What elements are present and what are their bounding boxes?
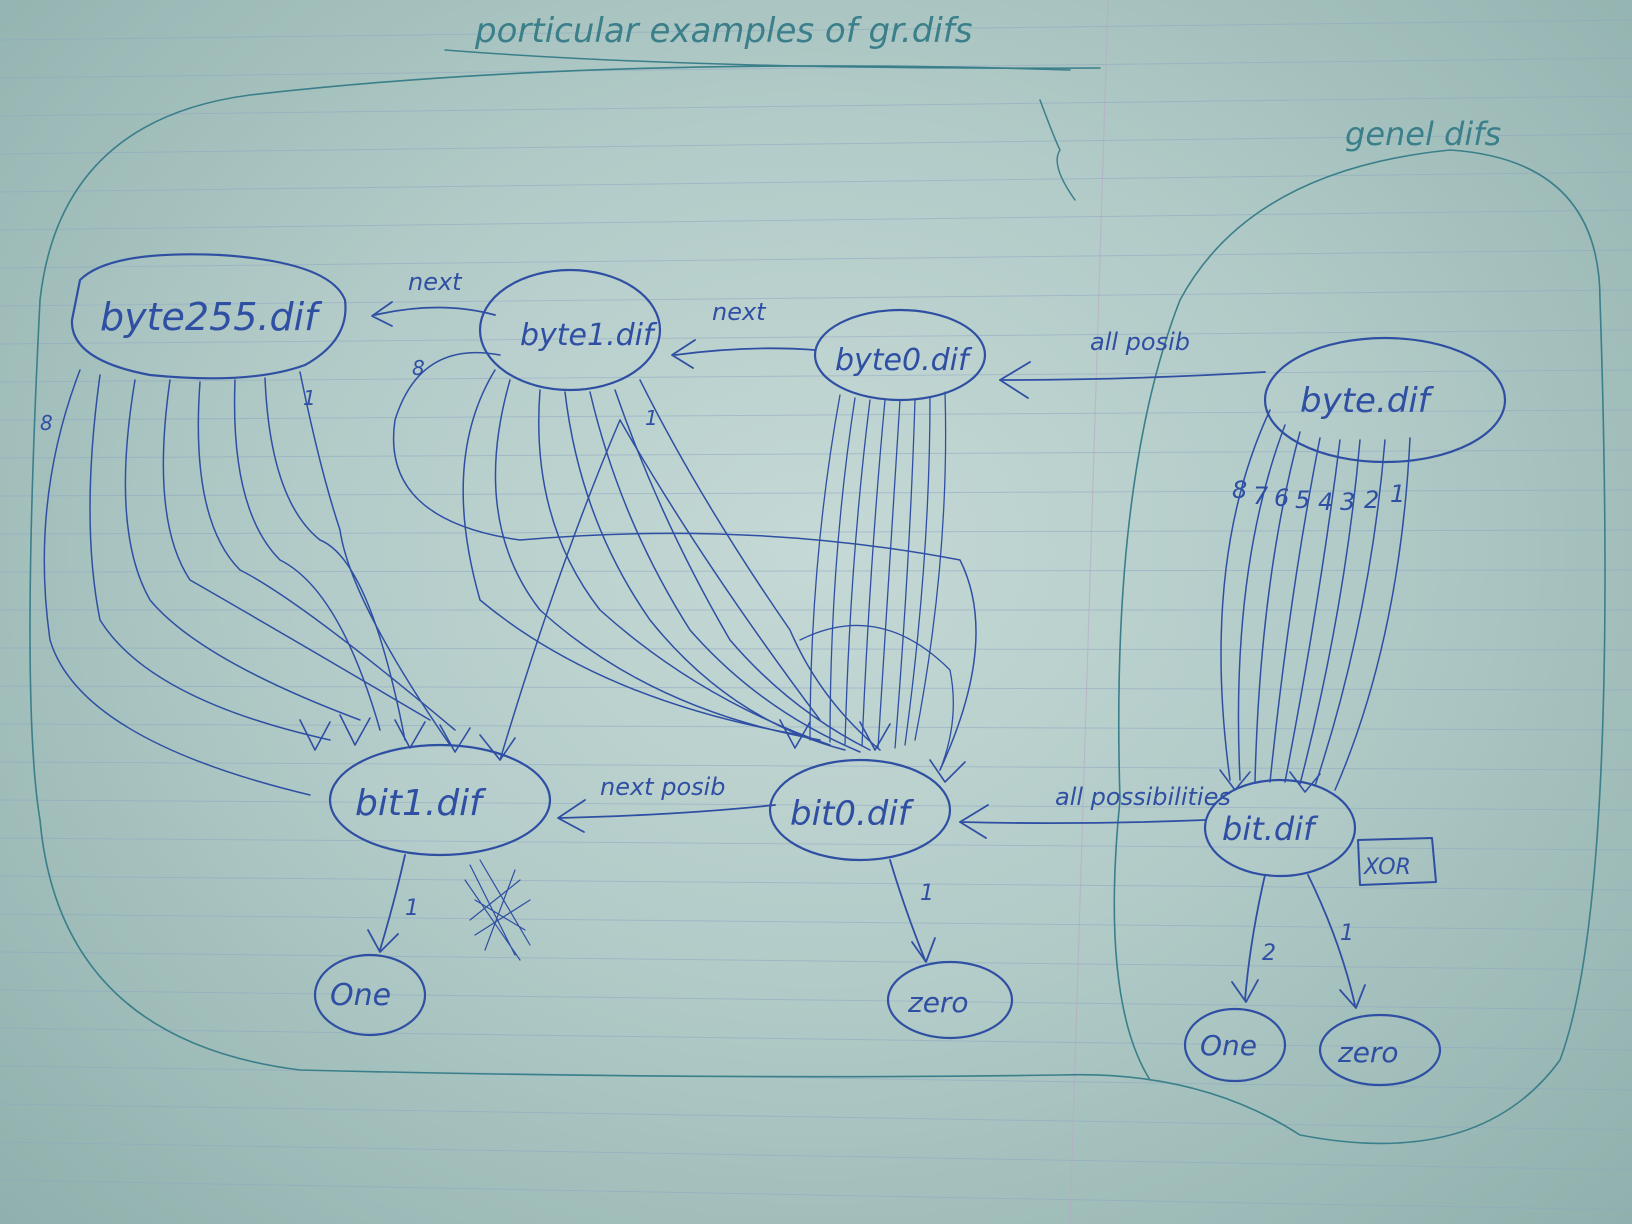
xor-tag-label: XOR bbox=[1363, 855, 1411, 880]
node-zero-right: zero bbox=[1318, 1013, 1442, 1087]
svg-text:5: 5 bbox=[1295, 486, 1310, 514]
edge-bit0-bit1: next posib bbox=[557, 773, 776, 833]
edge-label-8: 8 bbox=[40, 411, 53, 435]
node-bit-label: bit.dif bbox=[1222, 810, 1319, 848]
edges-byte1-bits bbox=[392, 351, 977, 771]
scribble-mark bbox=[464, 859, 531, 961]
svg-text:1: 1 bbox=[1390, 480, 1405, 508]
node-byte255: byte255.dif bbox=[70, 253, 347, 380]
svg-text:1: 1 bbox=[920, 881, 934, 906]
node-one-right: One bbox=[1183, 1007, 1287, 1083]
edge-bit-bit0: all possibilities bbox=[959, 783, 1231, 839]
xor-tag: XOR bbox=[1357, 837, 1437, 886]
node-zero-mid: zero bbox=[886, 960, 1014, 1040]
svg-text:1: 1 bbox=[405, 896, 419, 921]
arrowhead-cluster bbox=[299, 714, 1321, 793]
svg-text:all posib: all posib bbox=[1090, 328, 1190, 356]
node-bit0-label: bit0.dif bbox=[790, 794, 915, 834]
group-outline bbox=[29, 65, 1606, 1145]
node-byte0: byte0.dif bbox=[813, 308, 987, 402]
node-one-left-label: One bbox=[330, 978, 391, 1013]
svg-text:4: 4 bbox=[1318, 488, 1333, 516]
node-one-left: One bbox=[313, 953, 427, 1037]
edge-bit-one: 2 bbox=[1231, 874, 1276, 1003]
svg-text:6: 6 bbox=[1274, 484, 1289, 512]
edge-byte-byte0: all posib bbox=[999, 328, 1266, 399]
svg-text:1: 1 bbox=[1340, 921, 1354, 946]
byte-bit-numbers: 8 7 6 5 4 3 2 1 bbox=[1232, 476, 1405, 516]
node-byte: byte.dif bbox=[1263, 336, 1507, 464]
group-label: genel difs bbox=[1345, 115, 1501, 153]
edge-bit1-one: 1 bbox=[367, 854, 419, 953]
node-bit: bit.dif bbox=[1203, 778, 1357, 878]
edges-byte-bit bbox=[1220, 409, 1411, 791]
edge-bit-zero: 1 bbox=[1307, 874, 1366, 1009]
node-zero-mid-label: zero bbox=[907, 986, 969, 1019]
svg-text:all possibilities: all possibilities bbox=[1055, 783, 1231, 811]
svg-text:3: 3 bbox=[1340, 488, 1355, 516]
node-byte255-label: byte255.dif bbox=[100, 295, 323, 339]
svg-text:next posib: next posib bbox=[600, 773, 726, 801]
edge-byte1-byte255: next bbox=[371, 268, 496, 327]
edge-label-byte1-1: 1 bbox=[645, 406, 658, 430]
edge-label-byte1-8: 8 bbox=[412, 356, 425, 380]
svg-text:next: next bbox=[712, 298, 767, 326]
svg-text:8: 8 bbox=[1232, 476, 1247, 504]
ruled-lines bbox=[0, 19, 1632, 1211]
svg-text:7: 7 bbox=[1253, 482, 1269, 510]
node-bit1-label: bit1.dif bbox=[355, 783, 487, 824]
node-bit1: bit1.dif bbox=[328, 743, 552, 857]
node-byte0-label: byte0.dif bbox=[835, 343, 973, 378]
edges-byte255-bits bbox=[43, 369, 456, 796]
edge-byte0-byte1: next bbox=[671, 298, 816, 369]
diagram-title: porticular examples of gr.difs bbox=[474, 11, 972, 51]
edges-byte0-bits bbox=[799, 391, 954, 771]
svg-text:2: 2 bbox=[1262, 941, 1276, 966]
margin-line bbox=[1069, 0, 1109, 1224]
node-byte1: byte1.dif bbox=[478, 268, 662, 392]
node-bit0: bit0.dif bbox=[768, 758, 952, 862]
svg-text:next: next bbox=[408, 268, 463, 296]
node-one-right-label: One bbox=[1200, 1029, 1257, 1062]
node-byte-label: byte.dif bbox=[1300, 381, 1435, 421]
node-zero-right-label: zero bbox=[1337, 1036, 1399, 1069]
edge-bit0-zero: 1 bbox=[889, 859, 936, 963]
svg-text:2: 2 bbox=[1364, 486, 1379, 514]
pointer-squiggle bbox=[1039, 99, 1076, 201]
node-byte1-label: byte1.dif bbox=[520, 318, 658, 353]
edge-label-1: 1 bbox=[303, 386, 316, 410]
